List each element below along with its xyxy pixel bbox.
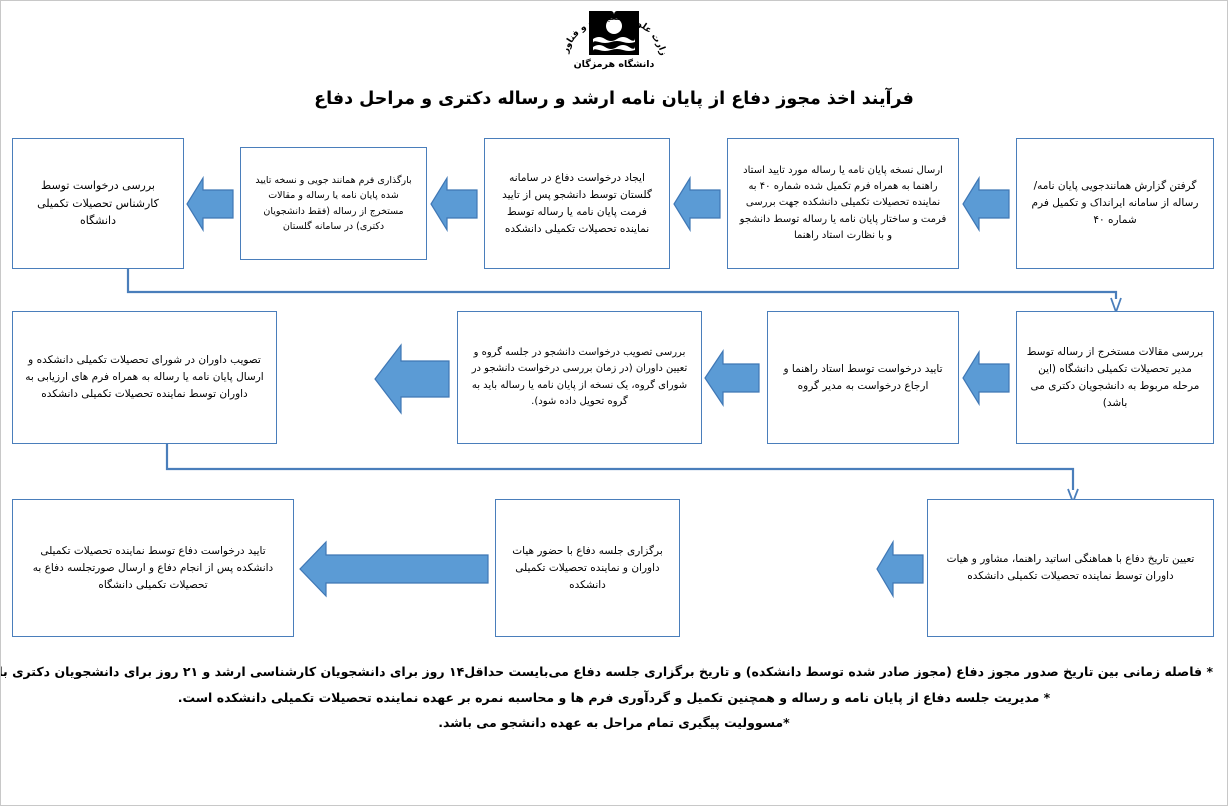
arrow-step03-to-step04 [429, 174, 479, 234]
flow-box-step-03-text: ایجاد درخواست دفاع در سامانه گلستان توسط… [502, 171, 652, 235]
university-book-logo-icon: وزارت علوم تحقیقات و فناوری [539, 3, 689, 63]
arrow-step02-to-step03 [672, 174, 722, 234]
arrow-step01-to-step02 [961, 174, 1011, 234]
flow-box-step-07-text: تایید درخواست توسط استاد راهنما و ارجاع … [783, 362, 943, 392]
flow-box-step-05-text: بررسی درخواست توسط کارشناس تحصیلات تکمیل… [37, 178, 159, 228]
flow-box-step-07[interactable]: تایید درخواست توسط استاد راهنما و ارجاع … [767, 311, 959, 444]
logo-caption: دانشگاه هرمزگان [573, 59, 655, 70]
flow-box-step-04[interactable]: بارگذاری فرم همانند جویی و نسخه تایید شد… [240, 147, 427, 260]
arrow-step10-to-step11 [875, 538, 925, 600]
flow-box-step-08[interactable]: بررسی تصویب درخواست دانشجو در جلسه گروه … [457, 311, 702, 444]
flow-box-step-12[interactable]: تایید درخواست دفاع توسط نماینده تحصیلات … [12, 499, 294, 637]
page-title: فرآیند اخذ مجوز دفاع از پایان نامه ارشد … [314, 89, 914, 109]
flow-box-step-01[interactable]: گرفتن گزارش همانندجویی پایان نامه/ رساله… [1016, 138, 1214, 269]
arrow-step08-to-step09 [373, 343, 451, 415]
footnotes: * فاصله زمانی بین تاریخ صدور مجوز دفاع (… [1, 659, 1213, 736]
flow-box-step-01-text: گرفتن گزارش همانندجویی پایان نامه/ رساله… [1031, 180, 1199, 226]
arrow-step07-to-step08 [703, 348, 761, 408]
book-emblem-icon [589, 11, 639, 55]
flow-box-step-04-text: بارگذاری فرم همانند جویی و نسخه تایید شد… [255, 174, 412, 232]
flow-box-step-06-text: بررسی مقالات مستخرج از رساله توسط مدیر ت… [1026, 345, 1204, 409]
flow-box-step-03[interactable]: ایجاد درخواست دفاع در سامانه گلستان توسط… [484, 138, 670, 269]
flow-box-step-09[interactable]: تصویب داوران در شورای تحصیلات تکمیلی دان… [12, 311, 277, 444]
flow-box-step-10[interactable]: تعیین تاریخ دفاع با هماهنگی اساتید راهنم… [927, 499, 1214, 637]
flow-box-step-12-text: تایید درخواست دفاع توسط نماینده تحصیلات … [32, 544, 274, 591]
flow-box-step-02-text: ارسال نسخه پایان نامه یا رساله مورد تایی… [739, 165, 947, 241]
flow-box-step-11-text: برگزاری جلسه دفاع با حضور هیات داوران و … [512, 544, 663, 591]
footnote-3: *مسوولیت پیگیری تمام مراحل به عهده دانشج… [438, 715, 790, 731]
flow-box-step-09-text: تصویب داوران در شورای تحصیلات تکمیلی دان… [25, 354, 264, 400]
flow-box-step-08-text: بررسی تصویب درخواست دانشجو در جلسه گروه … [471, 347, 688, 407]
flow-box-step-05[interactable]: بررسی درخواست توسط کارشناس تحصیلات تکمیل… [12, 138, 184, 269]
arrow-step06-to-step07 [961, 348, 1011, 408]
arrow-step11-to-step12 [298, 538, 490, 600]
flow-box-step-06[interactable]: بررسی مقالات مستخرج از رساله توسط مدیر ت… [1016, 311, 1214, 444]
flow-box-step-02[interactable]: ارسال نسخه پایان نامه یا رساله مورد تایی… [727, 138, 959, 269]
footnote-2: * مدیریت جلسه دفاع از پایان نامه و رساله… [177, 689, 1051, 705]
flow-box-step-11[interactable]: برگزاری جلسه دفاع با حضور هیات داوران و … [495, 499, 680, 637]
university-logo: وزارت علوم تحقیقات و فناوری دانشگاه هرمز… [1, 3, 1227, 81]
footnote-1: * فاصله زمانی بین تاریخ صدور مجوز دفاع (… [1, 664, 1213, 679]
flow-box-step-10-text: تعیین تاریخ دفاع با هماهنگی اساتید راهنم… [946, 553, 1195, 582]
arrow-step04-to-step05 [185, 174, 235, 234]
